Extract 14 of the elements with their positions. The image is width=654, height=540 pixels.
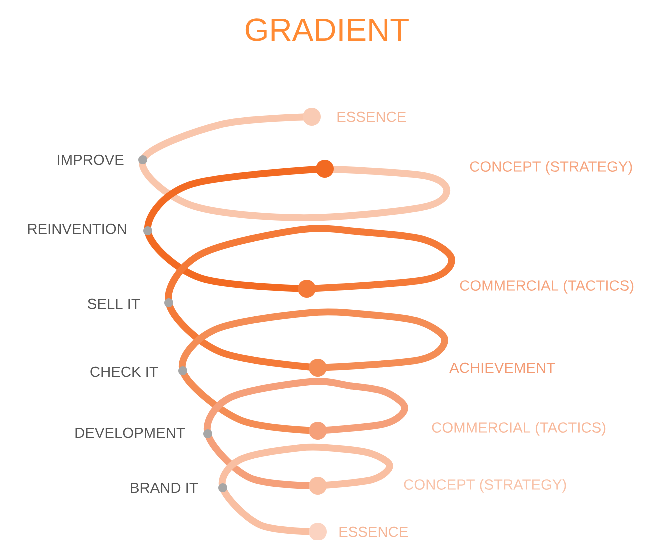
stage-label: REINVENTION	[28, 224, 126, 234]
phase-label: CONCEPT (STRATEGY)	[404, 479, 566, 493]
phase-label: ESSENCE	[338, 112, 406, 122]
phase-label: ACHIEVEMENT	[450, 362, 556, 374]
title: GRADIENT	[246, 18, 409, 42]
stage-label: DEVELOPMENT	[76, 428, 186, 438]
phase-label: COMMERCIAL (TACTICS)	[460, 280, 634, 294]
phase-label: ESSENCE	[340, 526, 408, 538]
stage-label: CHECK IT	[90, 366, 158, 378]
stage-label: SELL IT	[88, 298, 140, 310]
phase-label: CONCEPT (STRATEGY)	[470, 161, 632, 175]
phase-label: COMMERCIAL (TACTICS)	[432, 422, 606, 436]
stage-label: BRAND IT	[131, 482, 198, 494]
stage-label: IMPROVE	[58, 154, 124, 166]
